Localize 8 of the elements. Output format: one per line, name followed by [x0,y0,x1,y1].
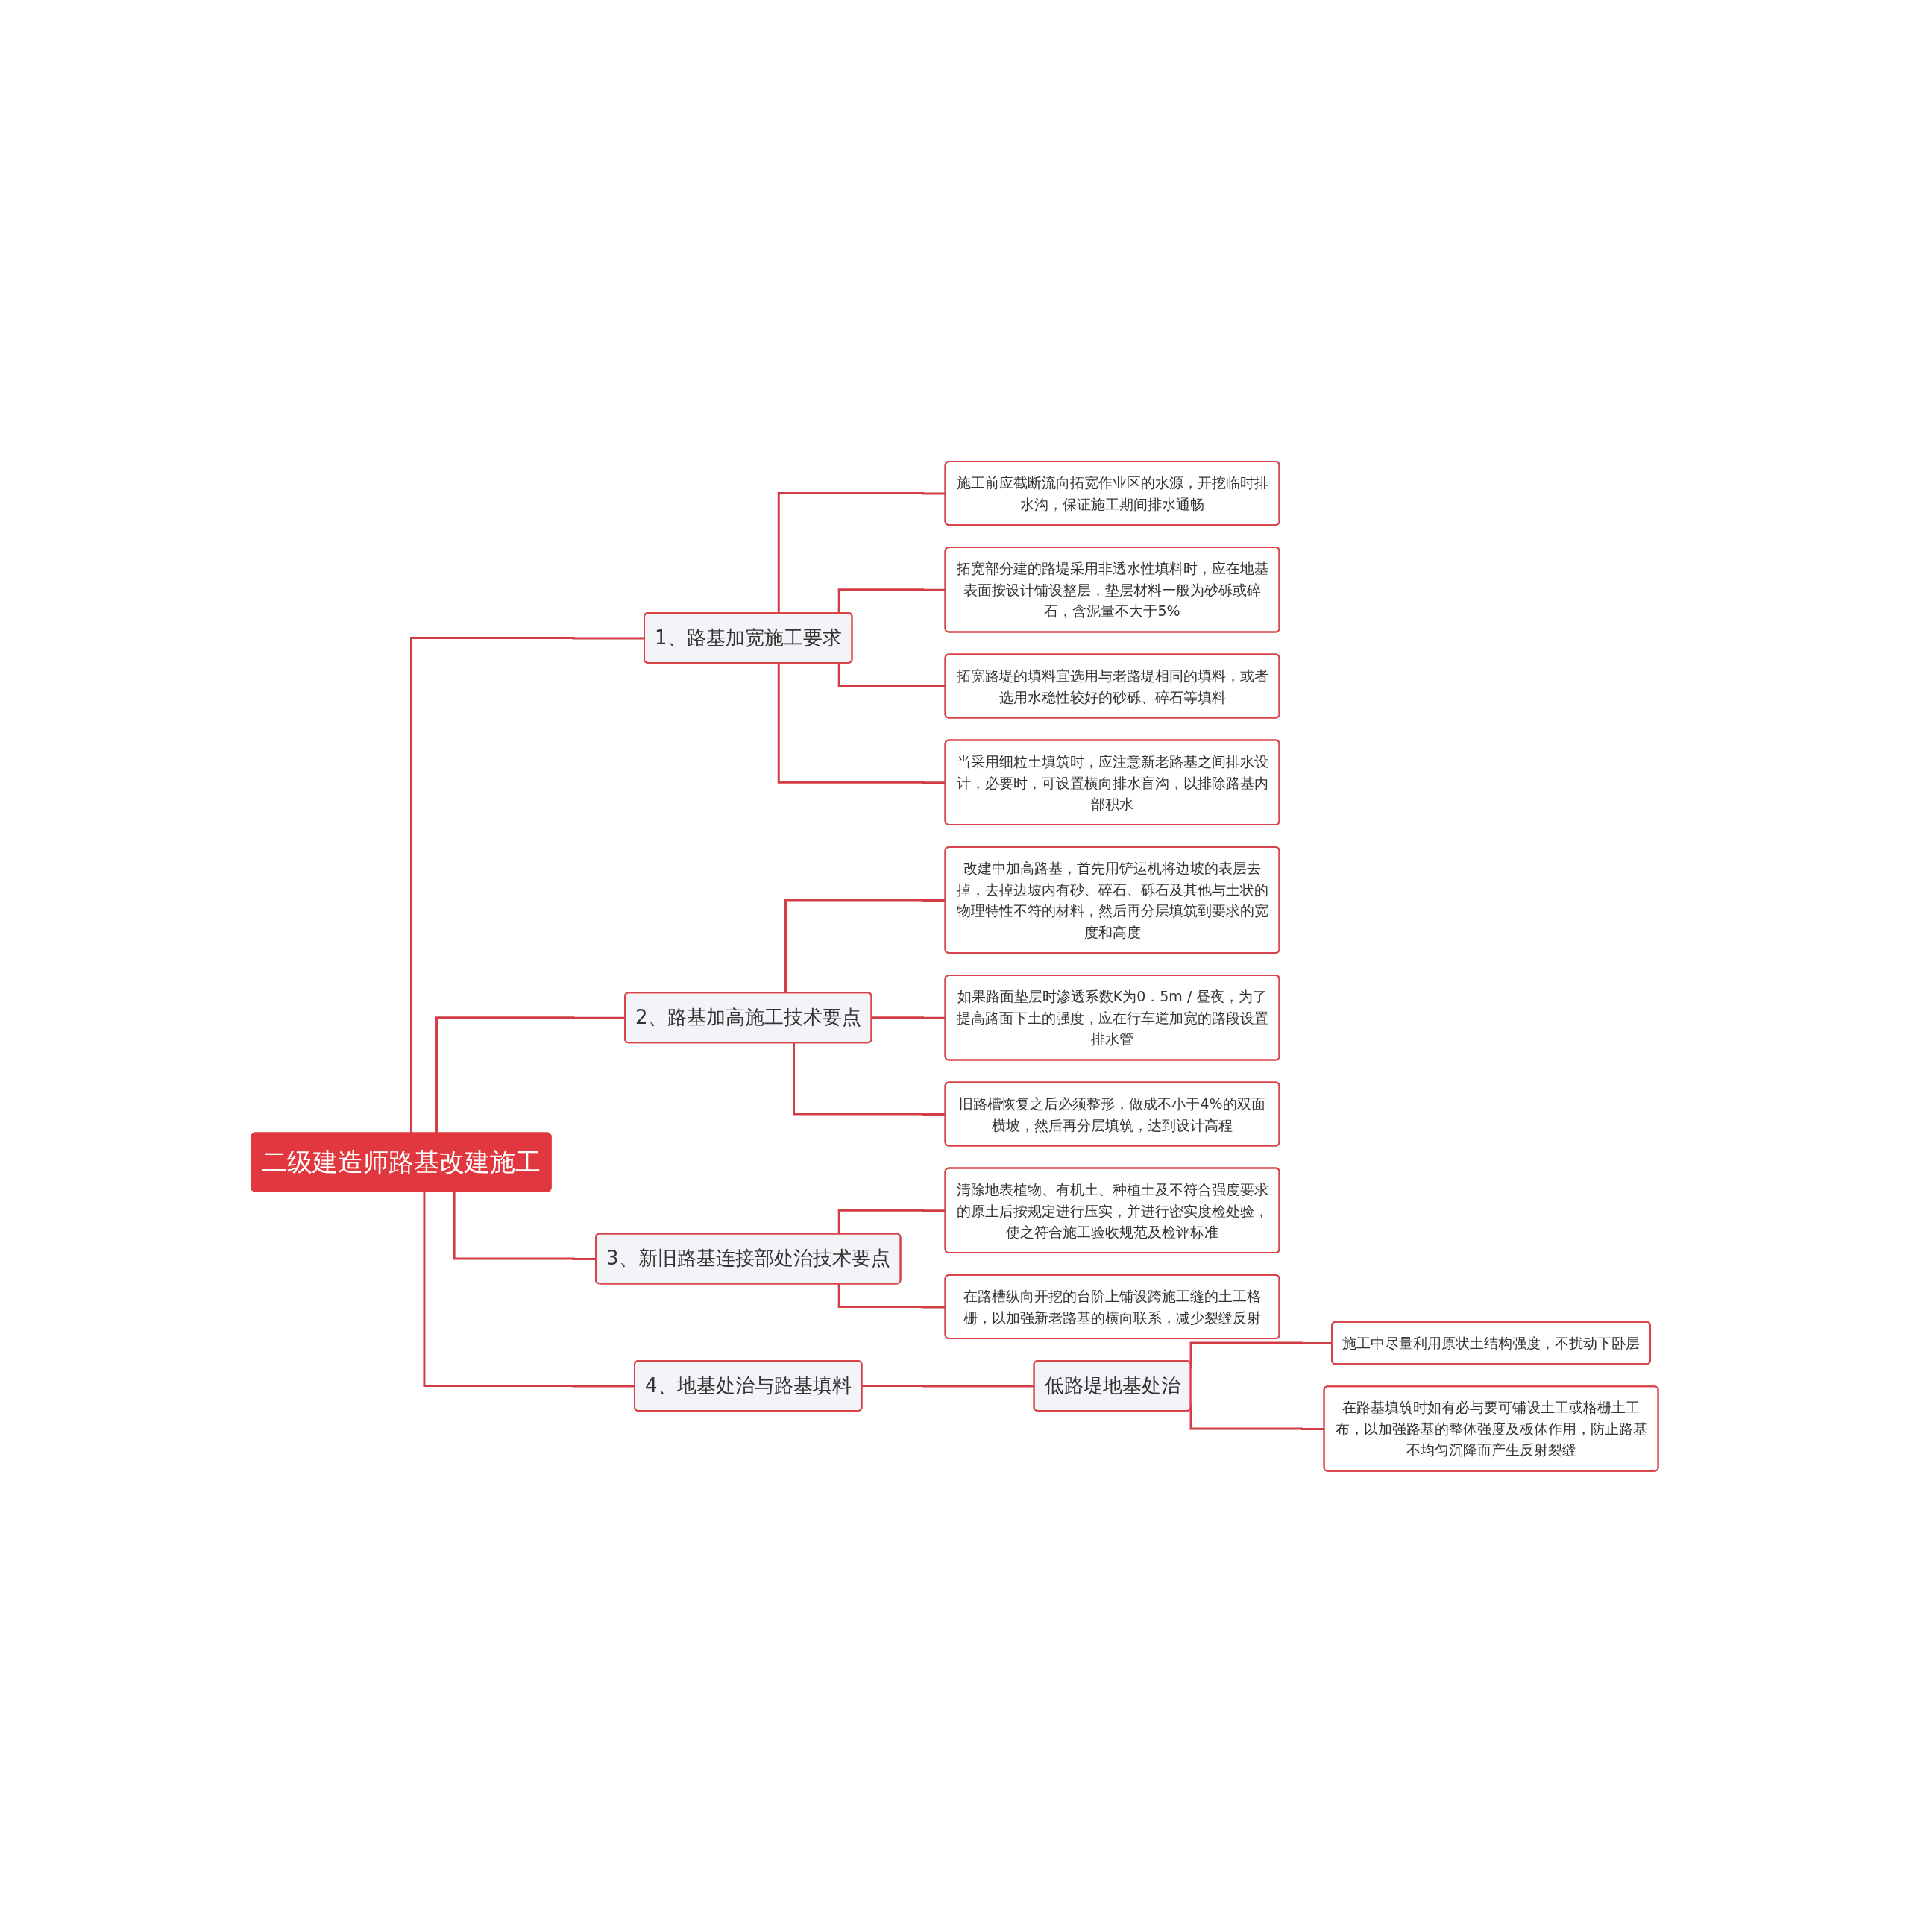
connector [837,1209,946,1234]
connector [777,491,946,613]
connector [784,899,946,993]
connector [837,588,946,613]
connector [837,663,946,687]
connector [792,1042,946,1116]
connector [777,663,946,784]
connector [837,1283,946,1309]
